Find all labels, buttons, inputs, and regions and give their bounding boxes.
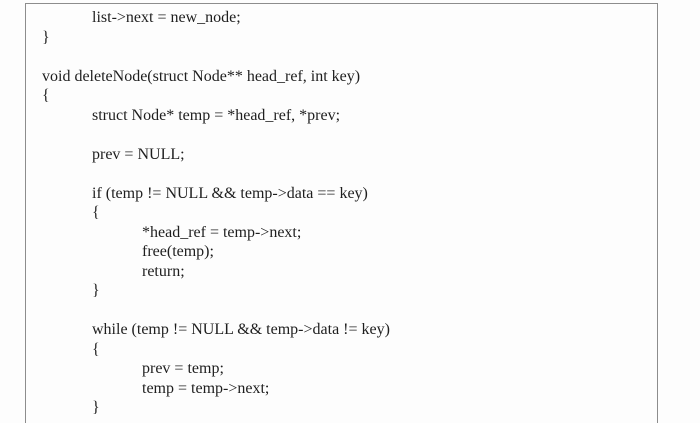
code-lines: list->next = new_node;} void deleteNode(s… xyxy=(42,8,655,418)
code-line xyxy=(42,164,655,184)
code-line: while (temp != NULL && temp->data != key… xyxy=(92,321,390,338)
code-line xyxy=(42,125,655,145)
code-line: return; xyxy=(142,262,185,280)
code-line xyxy=(42,47,655,67)
code-box: list->next = new_node;} void deleteNode(s… xyxy=(25,3,658,423)
code-line: list->next = new_node; xyxy=(92,9,241,26)
code-line: prev = NULL; xyxy=(92,145,185,163)
code-line: *head_ref = temp->next; xyxy=(142,223,302,241)
code-line: { xyxy=(92,340,100,358)
code-line: prev = temp; xyxy=(142,360,224,377)
code-line xyxy=(42,301,655,321)
code-line: temp = temp->next; xyxy=(142,379,270,397)
code-line: free(temp); xyxy=(142,243,214,260)
code-line: } xyxy=(92,399,100,416)
code-line: } xyxy=(42,28,50,46)
code-line: if (temp != NULL && temp->data == key) xyxy=(92,184,368,202)
code-line: void deleteNode(struct Node** head_ref, … xyxy=(42,67,361,85)
code-line: } xyxy=(92,282,100,299)
code-line: struct Node* temp = *head_ref, *prev; xyxy=(92,106,341,124)
code-line: { xyxy=(42,87,50,104)
code-line: { xyxy=(92,204,100,221)
